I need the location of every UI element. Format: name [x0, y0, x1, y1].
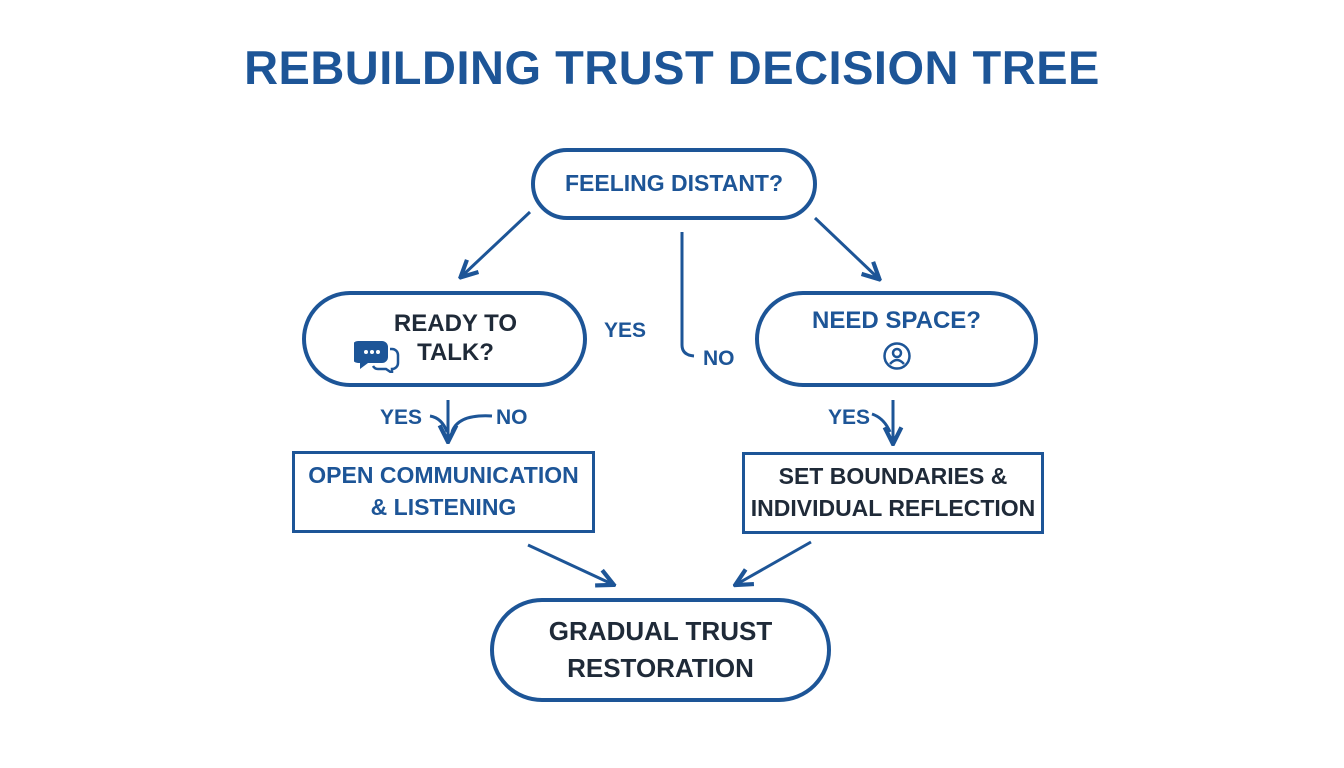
- node-need-space: NEED SPACE?: [755, 291, 1038, 387]
- edge-label-space-yes: YES: [828, 406, 871, 429]
- node-feeling-distant: FEELING DISTANT?: [531, 148, 817, 220]
- user-circle-icon: [882, 341, 912, 371]
- node-open-communication-line2: & LISTENING: [370, 494, 517, 520]
- edge-label-ready-yes: YES: [380, 406, 423, 429]
- edge-label-ready-yes-side: YES: [604, 319, 647, 342]
- node-gradual-trust-restoration-line2: RESTORATION: [567, 653, 754, 683]
- edge-boundaries-to-end: [737, 540, 812, 584]
- edge-start-to-space: [813, 216, 878, 278]
- node-open-communication: OPEN COMMUNICATION & LISTENING: [292, 451, 595, 533]
- node-gradual-trust-restoration-line1: GRADUAL TRUST: [548, 615, 773, 646]
- node-gradual-trust-restoration: GRADUAL TRUST RESTORATION: [490, 598, 831, 702]
- edge-ready-no: [450, 414, 493, 433]
- edge-space-yes: [871, 412, 892, 433]
- node-feeling-distant-label: FEELING DISTANT?: [564, 170, 784, 197]
- edge-open-to-end: [527, 543, 612, 584]
- diagram-title: REBUILDING TRUST DECISION TREE: [244, 41, 1100, 94]
- node-set-boundaries-line2: INDIVIDUAL REFLECTION: [750, 495, 1036, 521]
- node-ready-to-talk-line1: READY TO: [393, 310, 518, 338]
- node-set-boundaries-line1: SET BOUNDARIES &: [778, 463, 1008, 490]
- edge-start-no: [680, 232, 695, 358]
- node-set-boundaries: SET BOUNDARIES & INDIVIDUAL REFLECTION: [742, 452, 1044, 534]
- edge-label-center-no: NO: [703, 347, 735, 370]
- node-open-communication-line1: OPEN COMMUNICATION: [308, 462, 579, 489]
- edge-start-to-ready: [462, 210, 532, 276]
- node-need-space-label: NEED SPACE?: [812, 306, 981, 334]
- node-ready-to-talk-line2: TALK?: [417, 339, 494, 366]
- edge-ready-yes: [429, 414, 449, 433]
- chat-bubbles-icon: [352, 337, 402, 376]
- edge-label-ready-no: NO: [496, 406, 528, 429]
- node-ready-to-talk: READY TO TALK?: [302, 291, 587, 387]
